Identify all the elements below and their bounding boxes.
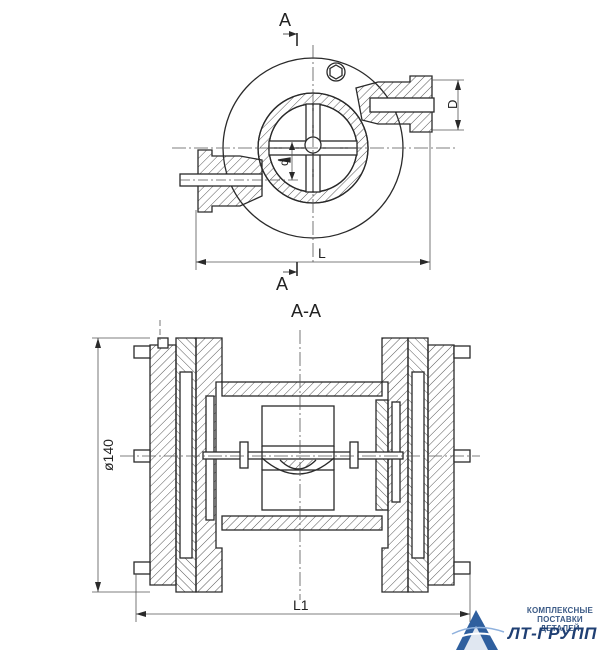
section-title: A-A	[291, 301, 321, 321]
rotor-upper-block	[261, 405, 335, 447]
dim-L1-label: L1	[293, 597, 309, 613]
top-view-dimensions	[172, 31, 464, 276]
section-mark-top: A	[279, 10, 291, 30]
dim-d-label: d	[277, 159, 291, 166]
rotor-lower-block	[261, 469, 335, 511]
body-top-wall	[221, 381, 383, 397]
body-bottom-wall	[221, 515, 383, 531]
bolt-top	[326, 62, 346, 82]
logo-brand: ЛТ-ГРУПП	[508, 624, 597, 643]
dim-L-label: L	[318, 245, 326, 261]
left-outer-flange	[149, 344, 177, 586]
company-logo: КОМПЛЕКСНЫЕ ПОСТАВКИ ДЕТАЛЕЙ ЛТ-ГРУПП	[448, 604, 598, 656]
left-glass	[179, 371, 193, 559]
dim-D-label: D	[445, 100, 460, 109]
right-glass	[411, 371, 425, 559]
logo-tagline: КОМПЛЕКСНЫЕ ПОСТАВКИ ДЕТАЛЕЙ	[526, 606, 594, 633]
bolts	[133, 337, 471, 575]
rotor-shaft	[202, 451, 404, 460]
logo-emblem-icon	[451, 610, 505, 650]
bearing-left	[239, 441, 249, 469]
section-mark-bottom: A	[276, 274, 288, 294]
rotor-cup	[261, 446, 335, 475]
section-view	[133, 337, 471, 593]
bearing-right	[349, 441, 359, 469]
dim-phi-label: ø140	[100, 439, 116, 471]
section-dimensions	[92, 320, 480, 622]
right-outer-flange	[427, 344, 455, 586]
